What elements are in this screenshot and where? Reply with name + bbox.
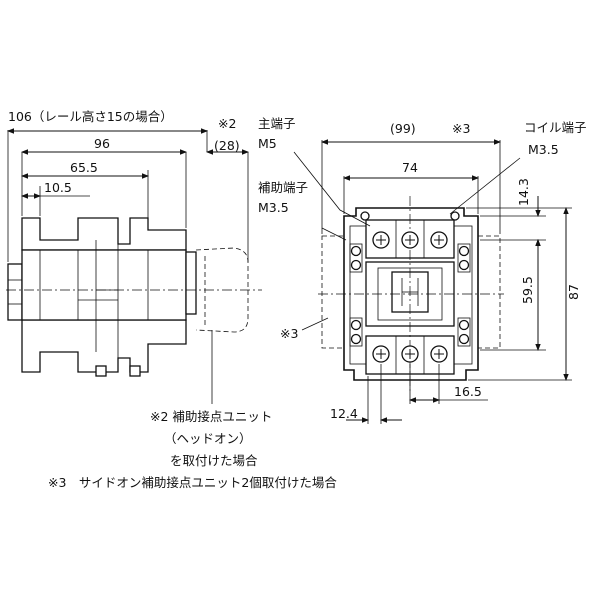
dim-10-5: 10.5 — [44, 180, 72, 195]
coil-cover — [185, 251, 197, 315]
label-main-terminal: 主端子 — [258, 116, 296, 131]
front-dimensions — [293, 139, 572, 424]
din-rail — [7, 263, 23, 321]
lower-housing — [21, 319, 187, 373]
side-dimensions — [7, 128, 249, 262]
upper-housing — [21, 217, 187, 251]
dim-16-5: 16.5 — [454, 384, 482, 399]
front-view — [318, 196, 504, 392]
note2-line2: （ヘッドオン） — [164, 431, 252, 446]
side-view — [6, 217, 262, 377]
dim-note3-ref: ※3 — [452, 121, 470, 136]
label-main-terminal-size: M5 — [258, 136, 277, 151]
terminal-screws — [350, 211, 470, 363]
dim-note2-ref: ※2 — [218, 116, 236, 131]
label-coil-terminal: コイル端子 — [524, 120, 587, 135]
dim-87: 87 — [566, 284, 581, 300]
dim-106: 106（レール高さ15の場合） — [8, 109, 173, 124]
side-on-aux-right — [477, 235, 501, 349]
note2-line3: を取付けた場合 — [170, 453, 258, 468]
dim-14-3: 14.3 — [516, 178, 531, 206]
label-coil-terminal-size: M3.5 — [528, 142, 559, 157]
dim-96: 96 — [94, 136, 110, 151]
label-aux-terminal-size: M3.5 — [258, 200, 289, 215]
dim-59-5: 59.5 — [520, 276, 535, 304]
label-aux-terminal: 補助端子 — [258, 180, 308, 195]
head-on-aux-unit — [195, 247, 249, 333]
dim-12-4: 12.4 — [330, 406, 358, 421]
dim-74: 74 — [402, 160, 418, 175]
dim-99: (99) — [390, 121, 416, 136]
side-on-aux-left — [321, 235, 345, 349]
dim-28: (28) — [214, 138, 240, 153]
dim-65-5: 65.5 — [70, 160, 98, 175]
note3-text: ※3 サイドオン補助接点ユニット2個取付けた場合 — [48, 475, 337, 490]
note2-line1: ※2 補助接点ユニット — [150, 409, 272, 424]
main-body — [21, 249, 187, 321]
dim-side-note3: ※3 — [280, 326, 298, 341]
